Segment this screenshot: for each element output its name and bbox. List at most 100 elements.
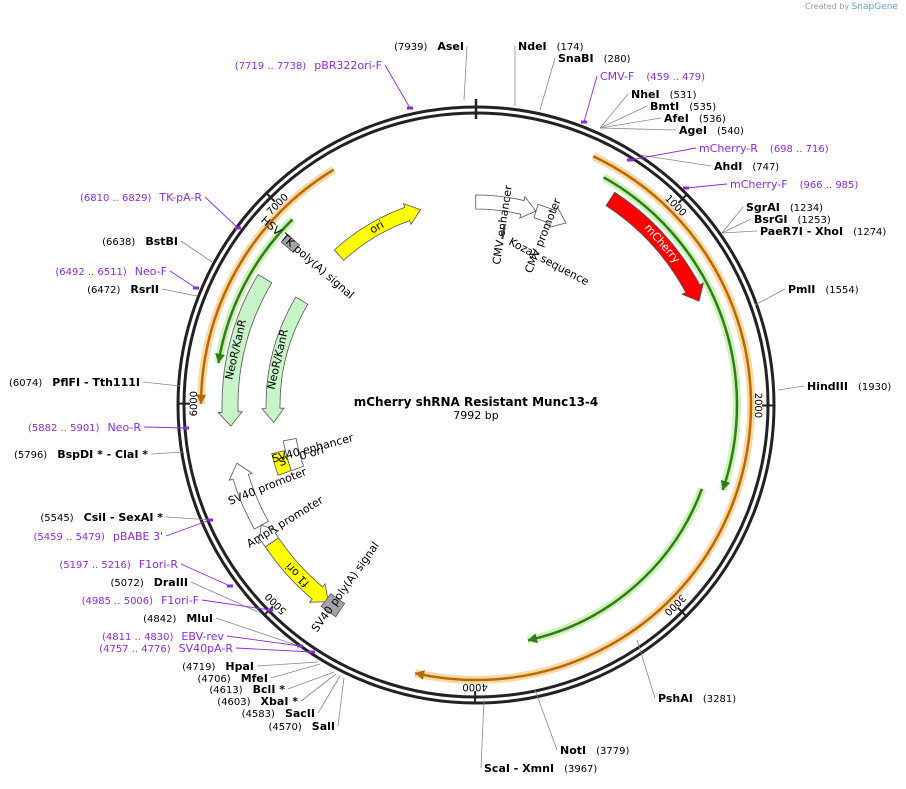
primer-cmv-f[interactable]: CMV-F(459 .. 479) bbox=[581, 70, 705, 124]
site-label: ScaI - XmnI(3967) bbox=[484, 762, 597, 775]
primer-mark bbox=[309, 650, 315, 654]
primer-leader bbox=[180, 563, 231, 587]
sv40-enhancer-shape bbox=[282, 438, 305, 472]
site-label: BmtI(535) bbox=[650, 100, 716, 113]
site-bcli[interactable]: (4613)BclI * bbox=[209, 671, 335, 696]
site-leader bbox=[270, 663, 321, 679]
neor-outer-shape bbox=[217, 274, 273, 427]
primer-mark bbox=[627, 158, 633, 162]
site-rsrii[interactable]: (6472)RsrII bbox=[87, 283, 198, 297]
site-afei[interactable]: AfeI(536) bbox=[599, 112, 726, 129]
orf-left-green-head bbox=[215, 353, 225, 363]
site-pflfi-tth111i[interactable]: (6074)PflFI - Tth111I bbox=[9, 376, 181, 389]
site-label: (5072)DraIII bbox=[110, 576, 188, 589]
site-sacii[interactable]: (4583)SacII bbox=[242, 675, 341, 720]
orf-right-head bbox=[415, 670, 425, 680]
site-label: (4570)SalI bbox=[269, 720, 335, 733]
site-label: NdeI(174) bbox=[518, 40, 584, 53]
site-xbai[interactable]: (4603)XbaI * bbox=[217, 673, 337, 708]
primer-sv40pa-r[interactable]: (4757 .. 4776)SV40pA-R bbox=[99, 642, 315, 655]
site-scai-xmni[interactable]: ScaI - XmnI(3967) bbox=[480, 699, 597, 775]
primer-f1ori-f[interactable]: (4985 .. 5006)F1ori-F bbox=[82, 594, 273, 612]
site-asei[interactable]: (7939)AseI bbox=[394, 40, 468, 101]
primer-leader bbox=[629, 147, 697, 161]
ring-tick-7000 bbox=[265, 192, 276, 203]
primer-leader bbox=[204, 196, 239, 229]
site-snabi[interactable]: SnaBI(280) bbox=[539, 52, 631, 111]
site-leader bbox=[337, 677, 345, 727]
site-agei[interactable]: AgeI(540) bbox=[599, 124, 744, 137]
orf-left-orange-glow bbox=[197, 166, 336, 404]
orf-right-green-arrow bbox=[601, 173, 741, 492]
site-csii-sexai[interactable]: (5545)CsiI - SexAI * bbox=[40, 511, 213, 524]
site-mlui[interactable]: (4842)MluI bbox=[143, 612, 297, 646]
primer-neo-f[interactable]: (6492 .. 6511)Neo-F bbox=[55, 265, 199, 290]
site-label: AfeI(536) bbox=[664, 112, 726, 125]
sv40-enhancer-label: SV40 enhancer bbox=[271, 431, 356, 465]
site-leader bbox=[721, 230, 758, 234]
site-leader bbox=[256, 661, 319, 667]
site-label: HindIII(1930) bbox=[807, 380, 891, 393]
site-pmli[interactable]: PmlI(1554) bbox=[754, 283, 859, 306]
primer-leader bbox=[169, 270, 197, 289]
primer-mark bbox=[297, 644, 303, 648]
primer-label: mCherry-F(966 .. 985) bbox=[730, 178, 858, 191]
site-hindiii[interactable]: HindIII(1930) bbox=[777, 380, 891, 393]
site-mfei[interactable]: (4706)MfeI bbox=[197, 663, 321, 685]
site-hpai[interactable]: (4719)HpaI bbox=[182, 660, 319, 673]
site-label: PshAI(3281) bbox=[658, 692, 736, 705]
ring-tick-label: 4000 bbox=[462, 681, 487, 692]
site-leader bbox=[534, 689, 558, 751]
site-leader bbox=[215, 617, 297, 646]
site-bsrgi[interactable]: BsrGI(1253) bbox=[721, 213, 831, 234]
primer-tk-pa-r[interactable]: (6810 .. 6829)TK-pA-R bbox=[80, 191, 241, 230]
site-label: NheI(531) bbox=[631, 88, 697, 101]
primer-pbr322ori-f[interactable]: (7719 .. 7738)pBR322ori-F bbox=[235, 59, 413, 110]
orf-left-orange-arrow bbox=[196, 166, 336, 404]
site-paer7i-xhoi[interactable]: PaeR7I - XhoI(1274) bbox=[721, 225, 886, 238]
cmv-promoter-shape bbox=[533, 203, 567, 229]
site-pshai[interactable]: PshAI(3281) bbox=[636, 639, 736, 705]
orf-bottom-green-arrow bbox=[527, 487, 706, 645]
ori-label: ori bbox=[367, 218, 386, 236]
site-sali[interactable]: (4570)SalI bbox=[269, 677, 345, 733]
primer-mark bbox=[581, 120, 587, 124]
primer-mark bbox=[207, 518, 213, 522]
site-sgrai[interactable]: SgrAI(1234) bbox=[721, 201, 823, 234]
site-bmti[interactable]: BmtI(535) bbox=[599, 100, 716, 129]
ring-tick-3000 bbox=[677, 607, 687, 617]
primer-neo-r[interactable]: (5882 .. 5901)Neo-R bbox=[28, 421, 189, 434]
site-label: AhdI(747) bbox=[714, 160, 779, 173]
site-label: (4613)BclI * bbox=[209, 683, 285, 696]
site-bspdi-clai[interactable]: (5796)BspDI * - ClaI * bbox=[14, 448, 185, 461]
site-ndei[interactable]: NdeI(174) bbox=[514, 40, 584, 106]
site-leader bbox=[165, 516, 213, 521]
kozak-mark bbox=[501, 225, 506, 240]
site-leader bbox=[142, 381, 181, 387]
site-noti[interactable]: NotI(3779) bbox=[534, 689, 629, 757]
primer-leader bbox=[685, 183, 728, 189]
mCherry-shape bbox=[605, 191, 704, 302]
primer-label: (4985 .. 5006)F1ori-F bbox=[82, 594, 199, 607]
primer-mcherry-r[interactable]: mCherry-R(698 .. 716) bbox=[627, 142, 829, 162]
site-label: BsrGI(1253) bbox=[754, 213, 831, 226]
primer-label: (7719 .. 7738)pBR322ori-F bbox=[235, 59, 382, 72]
site-ahdi[interactable]: AhdI(747) bbox=[639, 154, 779, 173]
primer-ebv-rev[interactable]: (4811 .. 4830)EBV-rev bbox=[102, 630, 303, 648]
neor-inner-feature: NeoR/KanR bbox=[261, 296, 309, 424]
primer-mark bbox=[683, 186, 689, 190]
orf-left-orange-line bbox=[199, 168, 335, 404]
primer-f1ori-r[interactable]: (5197 .. 5216)F1ori-R bbox=[59, 558, 233, 588]
site-label: SgrAI(1234) bbox=[746, 201, 823, 214]
orf-right-line bbox=[414, 155, 753, 682]
primer-pbabe-3[interactable]: (5459 .. 5479)pBABE 3' bbox=[34, 518, 214, 544]
primer-mcherry-f[interactable]: mCherry-F(966 .. 985) bbox=[683, 178, 858, 191]
site-leader bbox=[599, 93, 629, 129]
ampr-promoter-shape bbox=[257, 524, 280, 548]
kozak-label: Kozak sequence bbox=[507, 235, 592, 288]
site-bstbi[interactable]: (6638)BstBI bbox=[102, 235, 213, 263]
site-label: AgeI(540) bbox=[679, 124, 744, 137]
orf-bottom-green-head bbox=[527, 633, 538, 644]
primer-label: (4757 .. 4776)SV40pA-R bbox=[99, 642, 233, 655]
site-nhei[interactable]: NheI(531) bbox=[599, 88, 697, 129]
